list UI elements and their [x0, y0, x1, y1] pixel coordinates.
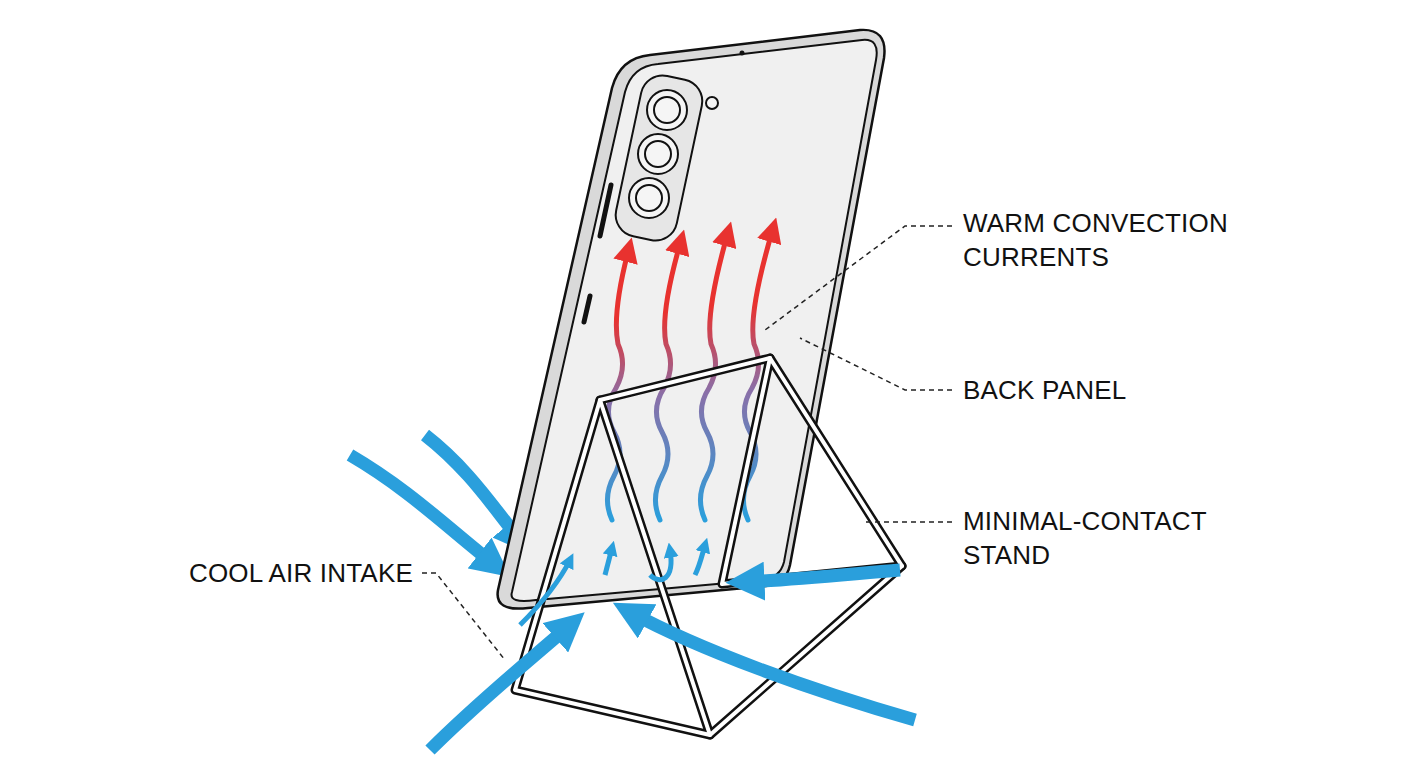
- callout-label: COOL AIR INTAKE: [189, 556, 413, 590]
- callout-label: MINIMAL-CONTACT STAND: [963, 504, 1263, 572]
- cool-air-arrows: [350, 435, 520, 565]
- stand: [515, 358, 902, 735]
- leader-lines: [422, 226, 952, 660]
- callout-label: WARM CONVECTION CURRENTS: [963, 206, 1263, 274]
- phone: [498, 30, 885, 609]
- cool-air-arrows: [430, 545, 915, 750]
- callout-label: BACK PANEL: [963, 373, 1126, 407]
